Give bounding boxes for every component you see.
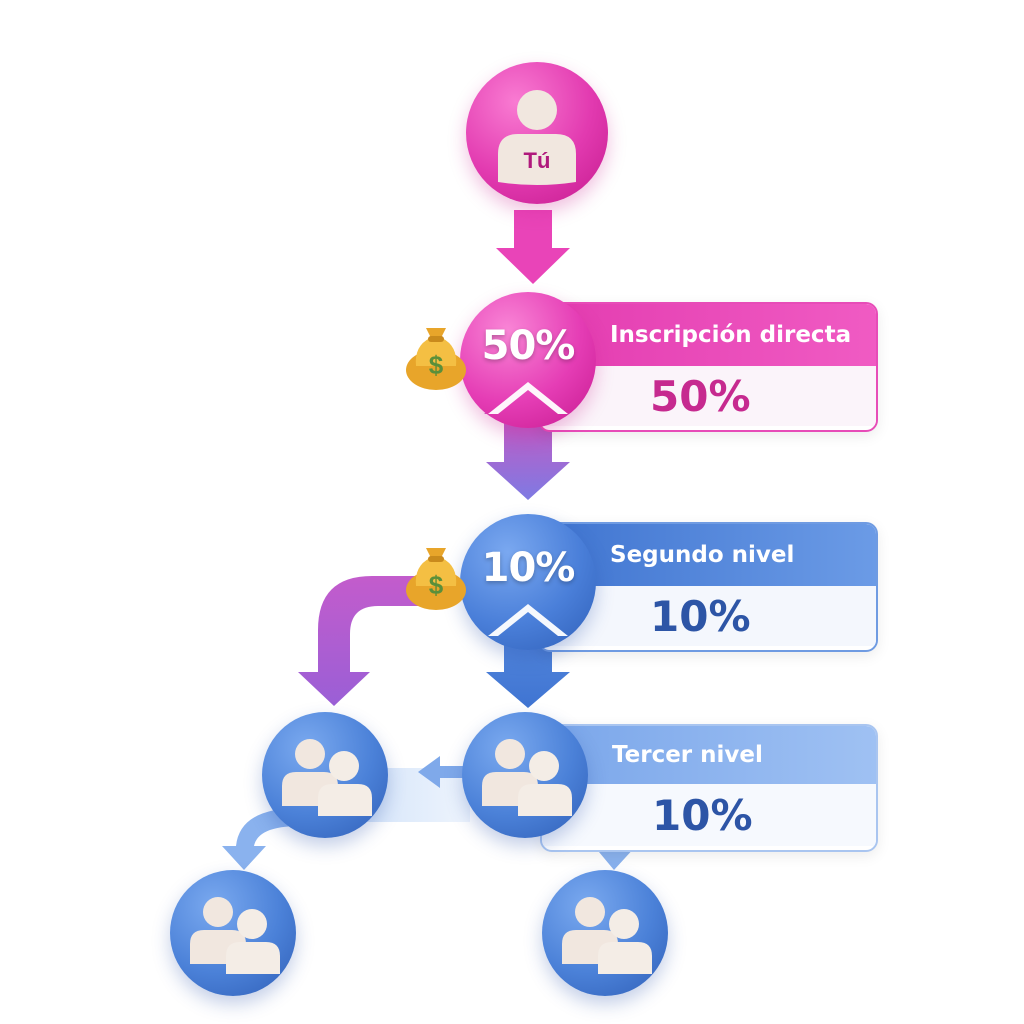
level-badge-text: 10% — [481, 545, 576, 591]
svg-text:$: $ — [429, 350, 444, 380]
money-bag-icon: $ — [406, 328, 466, 390]
group-node-bottom-left — [170, 870, 296, 996]
arrow-left-small — [418, 756, 470, 788]
group-icon — [562, 897, 652, 974]
group-icon — [482, 739, 572, 816]
group-icon — [190, 897, 280, 974]
level-badge-direct: 50% — [460, 292, 596, 428]
money-bag-icon: $ — [406, 548, 466, 610]
level-card-third: Tercer nivel 10% — [540, 724, 878, 852]
group-node-left — [262, 712, 388, 838]
group-node-bottom-right — [542, 870, 668, 996]
level-card-title: Segundo nivel — [540, 524, 876, 586]
level-card-value: 10% — [540, 586, 876, 646]
group-node-right — [462, 712, 588, 838]
arrow-down-pink — [496, 210, 570, 284]
arrow-curve-light-left — [222, 808, 300, 870]
level-card-value: 10% — [542, 784, 876, 846]
level-card-second: Segundo nivel 10% — [538, 522, 878, 652]
level-badge-text: 50% — [481, 323, 576, 369]
user-label: Tú — [523, 148, 551, 173]
group-icon — [282, 739, 372, 816]
user-node: Tú — [466, 62, 608, 204]
svg-text:$: $ — [429, 570, 444, 600]
level-card-value: 50% — [540, 366, 876, 426]
arrow-curve-purple — [298, 576, 418, 706]
level-badge-second: 10% — [460, 514, 596, 650]
level-card-title: Tercer nivel — [542, 726, 876, 784]
level-card-title: Inscripción directa — [540, 304, 876, 366]
user-icon — [498, 90, 576, 185]
